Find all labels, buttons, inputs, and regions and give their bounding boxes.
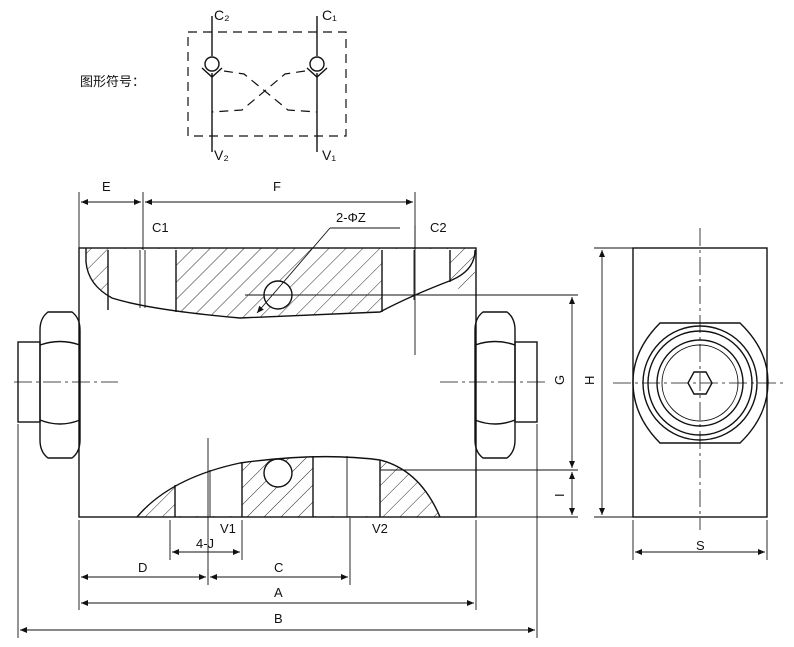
check-seat-left-icon (201, 67, 223, 78)
valve-body (78, 247, 477, 518)
symbol-port-v2: V₂ (214, 147, 229, 163)
port-label-v1: V1 (220, 521, 236, 536)
right-end-plug (474, 311, 516, 459)
port-label-c1: C1 (152, 220, 169, 235)
check-ball-left-icon (204, 56, 220, 72)
dim-c: C (274, 560, 283, 575)
dim-d: D (138, 560, 147, 575)
port-label-c2: C2 (430, 220, 447, 235)
dim-e: E (102, 179, 111, 194)
dim-h: H (582, 376, 597, 385)
symbol-port-c1: C₁ (322, 7, 337, 23)
dim-4-j: 4-J (196, 536, 214, 551)
dim-s: S (696, 538, 705, 553)
dim-i: I (552, 493, 567, 497)
symbol-enclosure (187, 31, 347, 137)
dim-b: B (274, 611, 283, 626)
end-view: S (613, 228, 787, 560)
port-label-v2: V2 (372, 521, 388, 536)
symbol-port-c2: C₂ (214, 7, 230, 23)
symbol-port-v1: V₁ (322, 147, 336, 163)
mounting-hole-bottom-icon (263, 458, 293, 488)
left-end-plug (39, 311, 81, 459)
symbol-caption: 图形符号： (80, 74, 145, 89)
check-seat-right-icon (306, 67, 328, 78)
pilot-line-2 (211, 70, 306, 113)
pilot-line-1 (223, 70, 318, 113)
check-ball-right-icon (309, 56, 325, 72)
section-view: C1 C2 V1 V2 E F 2-ΦZ G I H 4-J (14, 179, 640, 638)
dim-phi-z: 2-ΦZ (336, 210, 366, 225)
hydraulic-symbol: 图形符号： C₂ C₁ V₂ V₁ (80, 7, 347, 163)
dim-f: F (273, 179, 281, 194)
end-view-hex-nut (632, 322, 769, 444)
dim-g: G (552, 375, 567, 385)
dim-a: A (274, 585, 283, 600)
